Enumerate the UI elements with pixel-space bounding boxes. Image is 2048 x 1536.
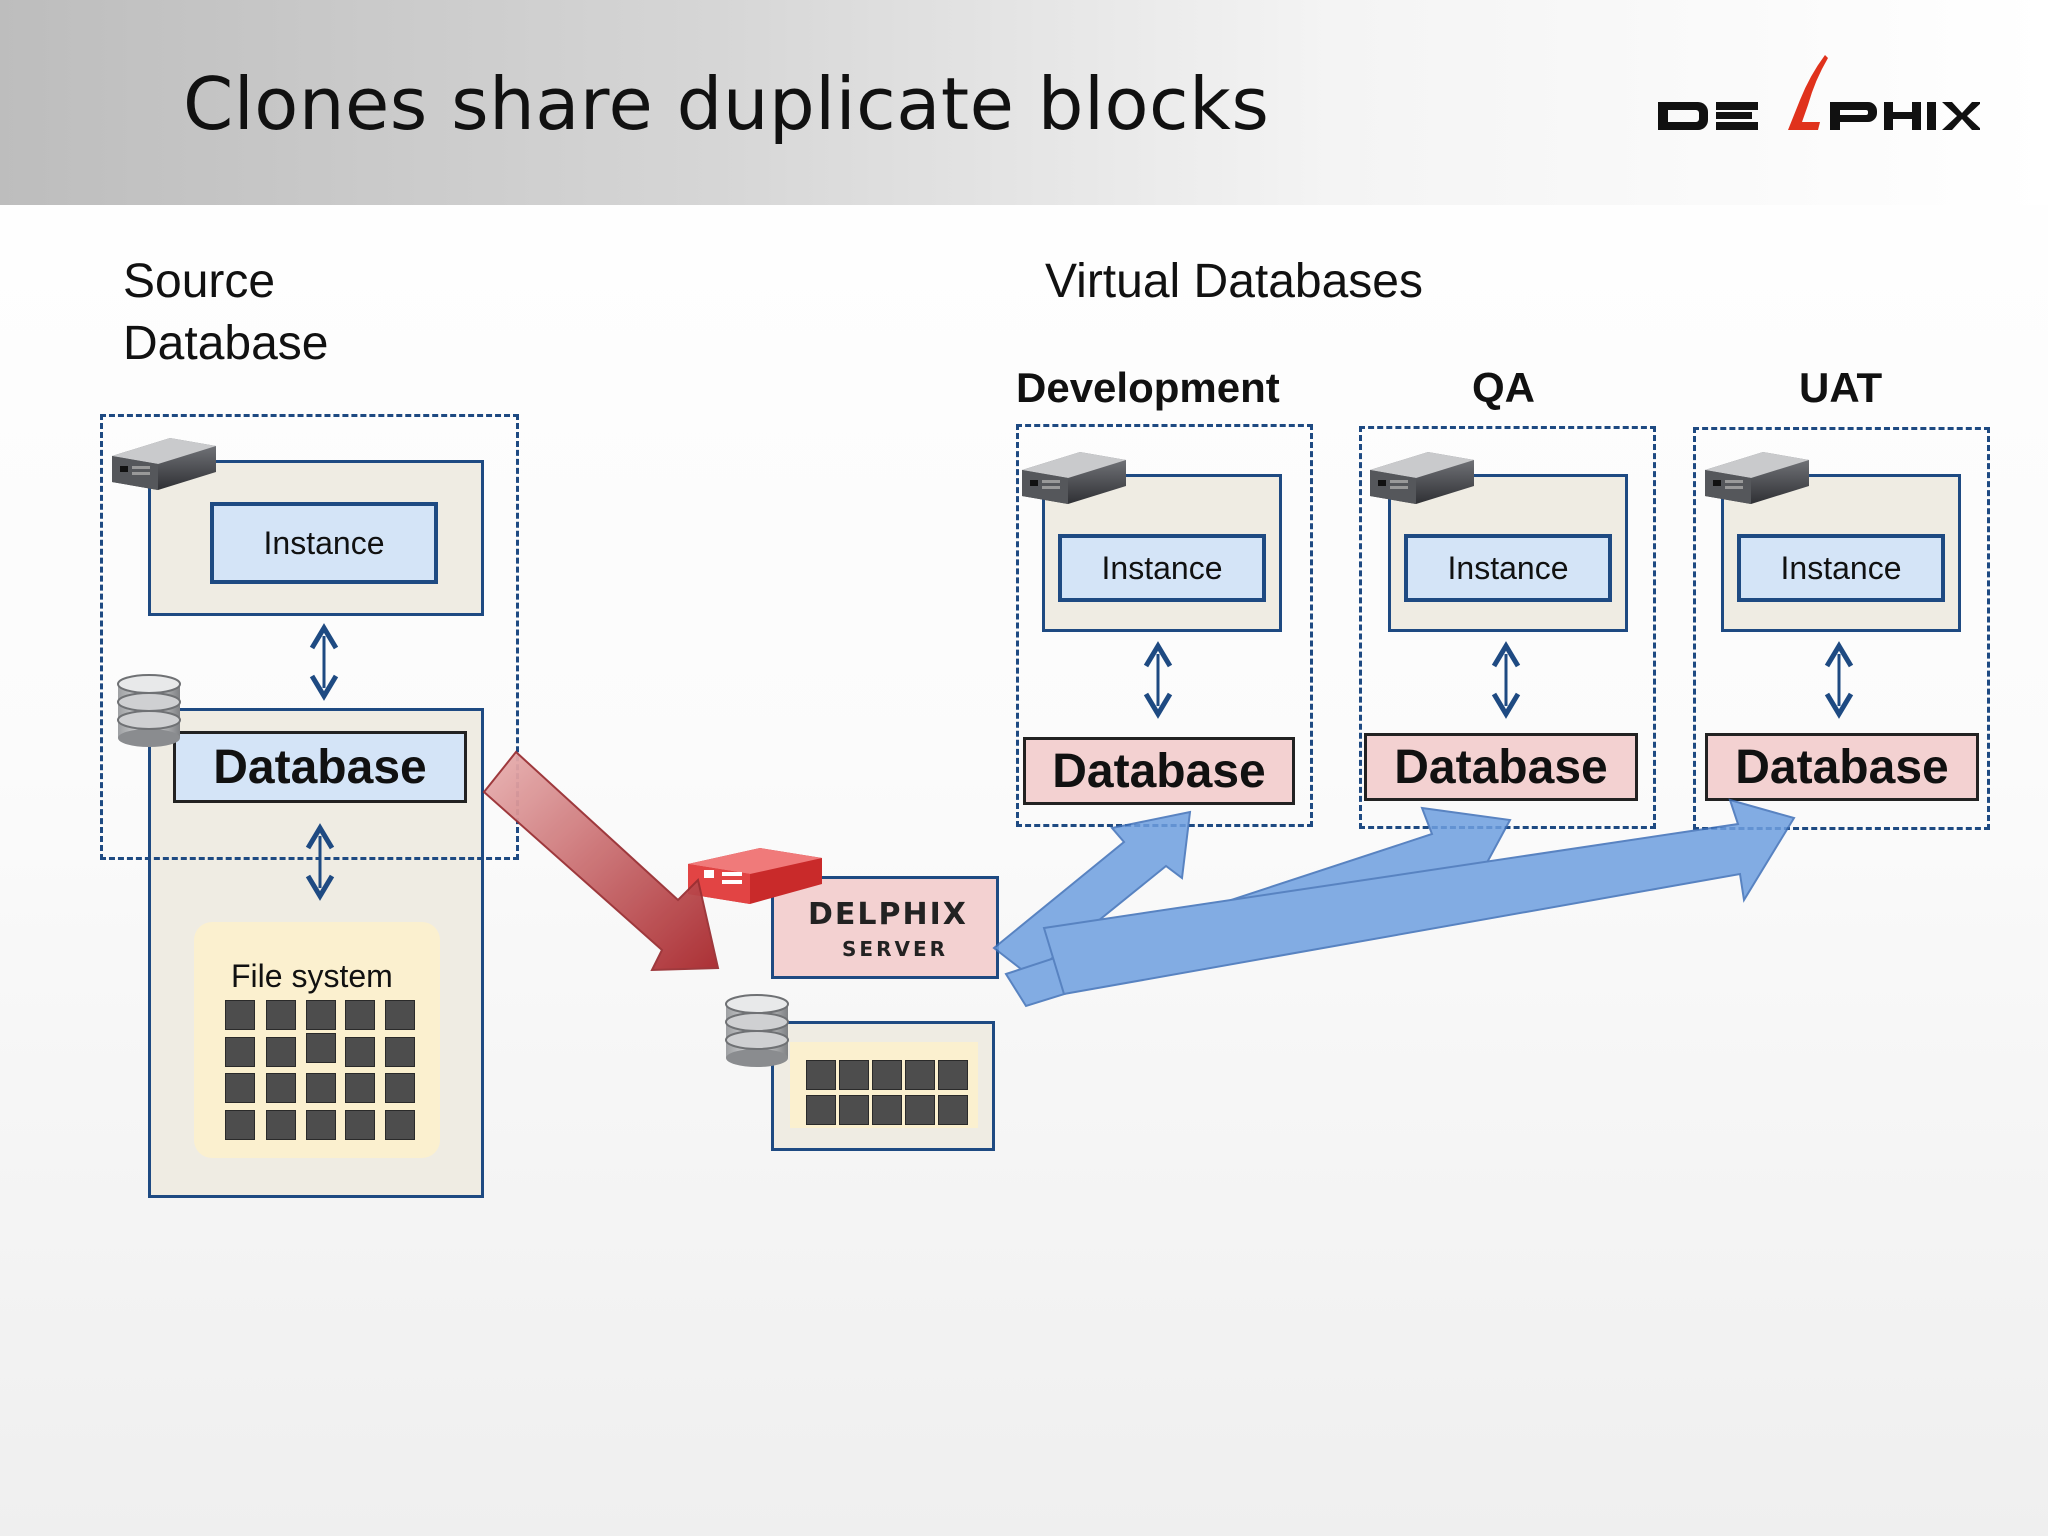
source-heading-line2: Database	[123, 317, 329, 370]
delphix-server-brand: DELPHIX	[808, 897, 968, 932]
double-arrow-icon	[1494, 646, 1518, 714]
virtual-heading: Virtual Databases	[1045, 255, 1423, 308]
delphix-server-caption: SERVER	[842, 937, 949, 961]
delphix-server-box: DELPHIX SERVER	[771, 876, 999, 979]
uat-instance-box: Instance	[1737, 534, 1945, 602]
server-icon	[1022, 452, 1126, 504]
dev-database-box: Database	[1023, 737, 1295, 805]
source-instance-box: Instance	[210, 502, 438, 584]
source-database-box: Database	[173, 731, 467, 803]
source-to-delphix-arrow	[482, 750, 720, 972]
env-label-development: Development	[1016, 364, 1280, 411]
qa-boundary	[1359, 426, 1656, 829]
uat-boundary	[1693, 427, 1990, 830]
env-label-uat: UAT	[1799, 364, 1883, 411]
source-boundary	[100, 414, 519, 860]
double-arrow-icon	[308, 828, 332, 896]
uat-database-box: Database	[1705, 733, 1979, 801]
qa-instance-box: Instance	[1404, 534, 1612, 602]
title-bar	[0, 0, 2048, 205]
source-heading: Source Database	[123, 251, 328, 375]
double-arrow-icon	[1146, 646, 1170, 714]
clone-arrows	[992, 798, 1796, 1008]
source-filesystem-label: File system	[231, 958, 393, 994]
env-label-qa: QA	[1472, 364, 1535, 411]
database-cylinder-icon	[117, 674, 181, 748]
double-arrow-icon	[1827, 646, 1851, 714]
server-icon	[1705, 452, 1809, 504]
dev-instance-box: Instance	[1058, 534, 1266, 602]
double-arrow-icon	[312, 628, 336, 696]
server-icon	[1370, 452, 1474, 504]
qa-database-box: Database	[1364, 733, 1638, 801]
delphix-storage-box	[771, 1021, 995, 1151]
server-icon	[112, 438, 216, 490]
delphix-server-icon	[688, 848, 822, 904]
source-heading-line1: Source	[123, 255, 276, 308]
database-cylinder-icon	[725, 994, 789, 1068]
clone-arrow-uat	[1042, 798, 1796, 996]
slide-title: Clones share duplicate blocks	[183, 62, 1270, 146]
